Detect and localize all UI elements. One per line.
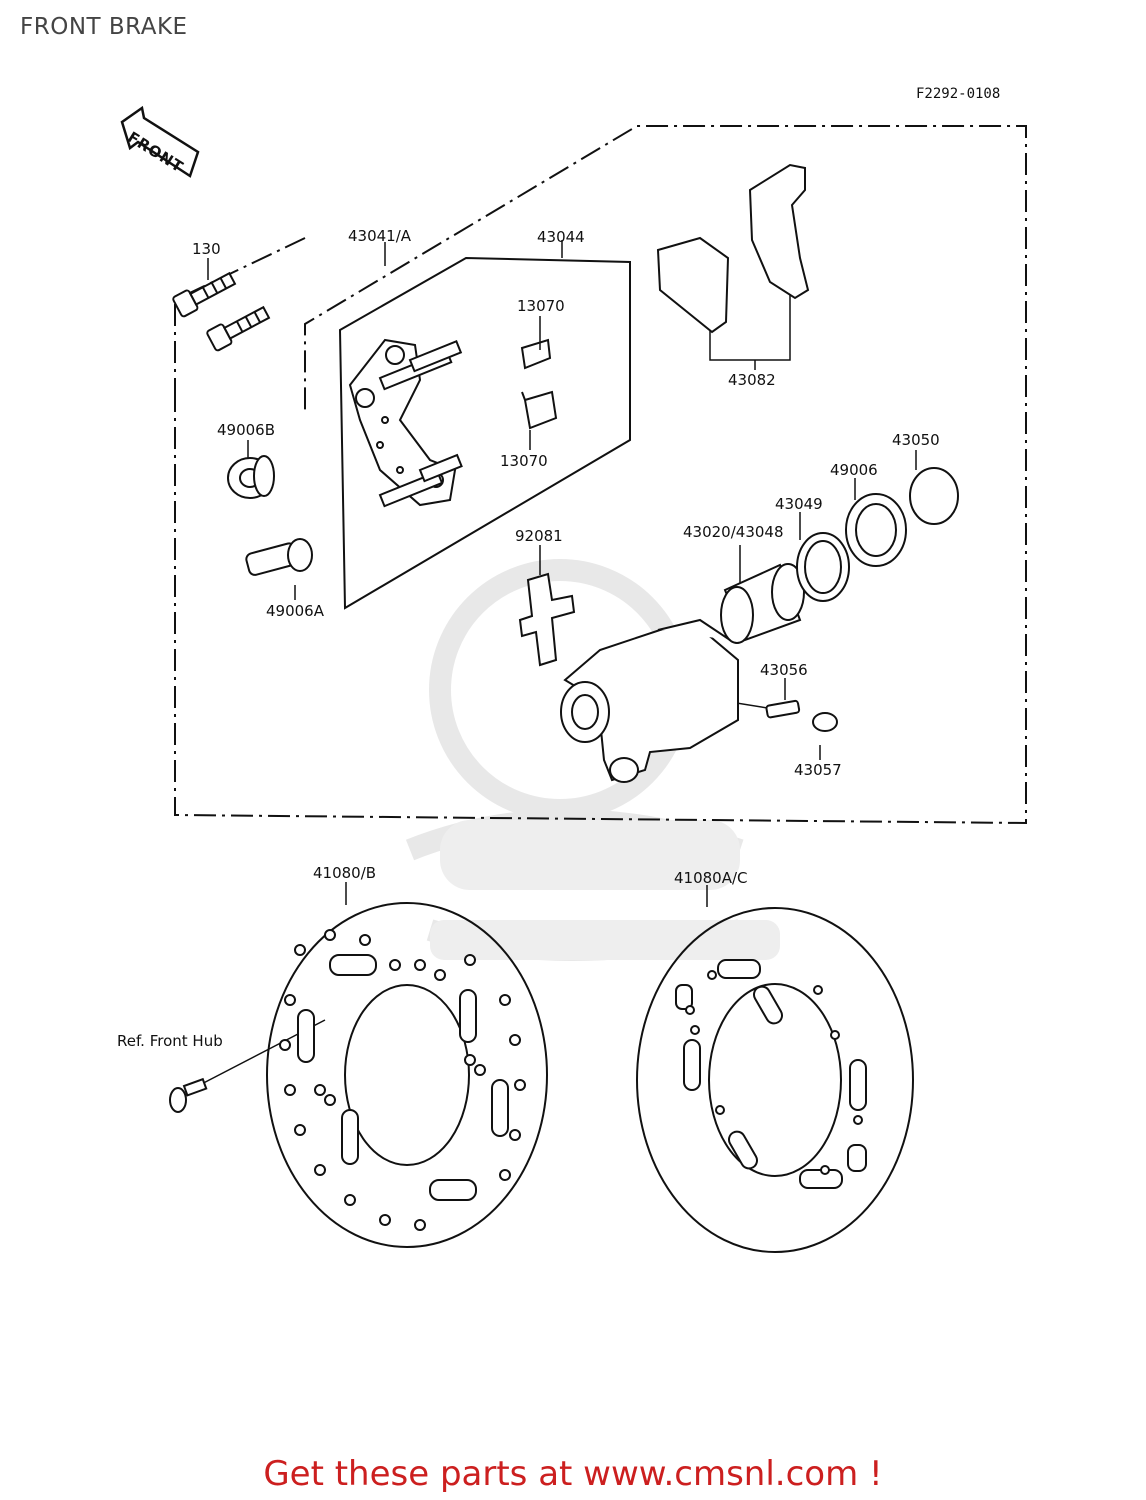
part-label-41080-b: 41080/B <box>313 864 377 882</box>
page-title: FRONT BRAKE <box>20 14 188 40</box>
brake-disc-41080b <box>266 902 548 1248</box>
part-label-43041-a: 43041/A <box>348 227 412 245</box>
part-label-49006a: 49006A <box>266 602 324 620</box>
piston <box>720 563 805 644</box>
footer-link[interactable]: Get these parts at www.cmsnl.com ! <box>263 1454 883 1494</box>
dust-boot-49006b <box>227 455 275 499</box>
caliper-body <box>560 618 739 783</box>
exploded-parts-diagram <box>169 125 1027 1253</box>
brake-pads <box>656 163 810 334</box>
watermark-text <box>430 820 780 960</box>
bleeder-valve <box>765 699 838 732</box>
caliper-bracket <box>348 338 463 508</box>
part-label-43020-43048: 43020/43048 <box>683 523 784 541</box>
part-label-92081: 92081 <box>515 527 563 545</box>
part-label-130: 130 <box>192 240 221 258</box>
bracket-subframe <box>338 256 631 610</box>
part-label-43056: 43056 <box>760 661 808 679</box>
bracket-frame <box>174 237 306 390</box>
part-label-43044: 43044 <box>537 228 585 246</box>
pad-retainer-plate <box>518 572 576 667</box>
part-label-43049: 43049 <box>775 495 823 513</box>
part-label-49006b: 49006B <box>217 421 276 439</box>
piston-seals <box>796 467 959 602</box>
disc-mounting-screw <box>169 1077 208 1113</box>
slide-pin-49006a <box>245 538 313 576</box>
part-label-43057: 43057 <box>794 761 842 779</box>
brake-disc-41080ac <box>636 907 914 1253</box>
caliper-assembly-frame <box>174 125 1027 825</box>
pad-spring-clip <box>520 338 558 430</box>
bolt-130 <box>172 271 271 352</box>
part-label-43050: 43050 <box>892 431 940 449</box>
part-label-49006: 49006 <box>830 461 878 479</box>
reference-label: Ref. Front Hub <box>117 1032 223 1050</box>
part-label-41080a-c: 41080A/C <box>674 869 748 887</box>
front-direction-arrow-icon <box>120 105 200 178</box>
part-label-13070-lower: 13070 <box>500 452 548 470</box>
part-label-13070-upper: 13070 <box>517 297 565 315</box>
part-label-43082: 43082 <box>728 371 776 389</box>
diagram-code: F2292-0108 <box>916 86 1001 102</box>
